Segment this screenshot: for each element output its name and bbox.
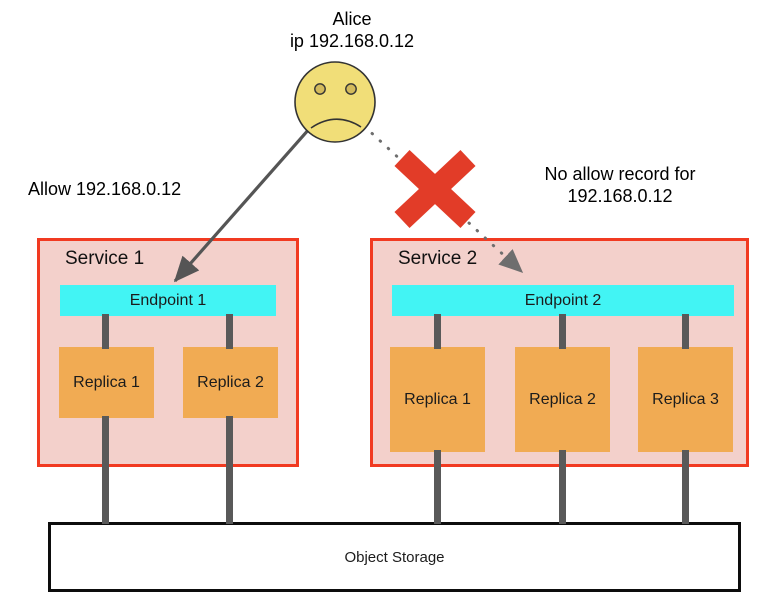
- blocked-x-icon: [394, 149, 476, 229]
- deny-annotation-line2: 192.168.0.12: [567, 186, 673, 206]
- object-storage-box: Object Storage: [48, 522, 741, 592]
- service-2-replica-1-box: Replica 1: [390, 347, 485, 452]
- deny-annotation-line1: No allow record for: [544, 164, 696, 184]
- service-2-replica-3-box: Replica 3: [638, 347, 733, 452]
- service-2-title: Service 2: [398, 248, 478, 269]
- alice-ip: ip 192.168.0.12: [289, 31, 415, 51]
- alice-label: Alice ip 192.168.0.12: [252, 8, 452, 52]
- allow-annotation: Allow 192.168.0.12: [28, 179, 182, 199]
- endpoint-2-box: Endpoint 2: [392, 285, 734, 316]
- service-1-box: Service 1 Endpoint 1 Replica 1 Replica 2: [37, 238, 299, 467]
- deny-annotation: No allow record for 192.168.0.12: [510, 163, 730, 207]
- service-2-box: Service 2 Endpoint 2 Replica 1 Replica 2…: [370, 238, 749, 467]
- service-1-replica-1-box: Replica 1: [59, 347, 154, 418]
- sad-face-icon: [294, 61, 376, 143]
- endpoint-1-box: Endpoint 1: [60, 285, 276, 316]
- service-1-title: Service 1: [65, 248, 145, 269]
- service-1-replica-2-box: Replica 2: [183, 347, 278, 418]
- alice-name: Alice: [332, 9, 372, 29]
- service-2-replica-2-box: Replica 2: [515, 347, 610, 452]
